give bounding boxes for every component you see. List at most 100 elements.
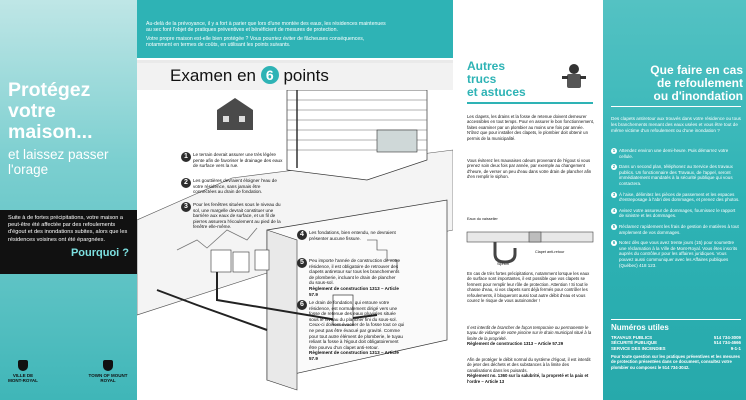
item-number-badge: 3	[611, 191, 617, 198]
item-number-badge: 5	[611, 223, 617, 230]
pipe-label-siphon: Siphon	[497, 262, 509, 266]
item-text: Dans un second plan, téléphonez au Servi…	[619, 164, 733, 186]
step-reference: Règlement de construction 1313 – Article…	[309, 350, 399, 361]
what-to-do-title-line: de refoulement	[656, 76, 743, 90]
useful-numbers: Numéros utiles TRAVAUX PUBLICS 514 734-30…	[611, 319, 741, 370]
item-text: Notez dès que vous avez trente jours (15…	[619, 240, 738, 268]
tips-paragraph-4-text: Afin de protéger le débit normal du syst…	[467, 357, 591, 373]
step-4: 4 Les fondations, bien entendu, ne devra…	[297, 230, 397, 241]
item-text: Attendez environ une demi-heure. Puis dé…	[619, 148, 729, 159]
pipe-label-valve: Clapet anti-retour	[535, 250, 565, 254]
section-title-a: Examen en	[170, 66, 256, 85]
step-text: Pour les fenêtres situées sous le niveau…	[193, 202, 281, 230]
step-number-badge: 2	[181, 178, 191, 188]
pipe-label-top: Eaux du vaisselier	[467, 217, 498, 221]
title-bar	[137, 60, 453, 90]
top-band: Au-delà de la prévoyance, il y a fort à …	[137, 0, 453, 58]
item-number-badge: 4	[611, 207, 617, 214]
tips-title-line: et astuces	[467, 85, 526, 99]
step-number-badge: 5	[297, 258, 307, 268]
phone-row: SERVICE DES INCENDIES 9-1-1	[611, 346, 741, 351]
step-6: 6 Le drain de fondation, qui entoure vot…	[297, 300, 405, 362]
section-title: Examen en 6 points	[170, 66, 329, 86]
phone-label: TRAVAUX PUBLICS	[611, 335, 653, 340]
step-number-badge: 4	[297, 230, 307, 240]
step-3: 3 Pour les fenêtres situées sous le nive…	[181, 202, 285, 230]
cover-title-line: Protégez	[8, 79, 91, 101]
item-number-badge: 1	[611, 148, 617, 154]
tips-title-line: Autres	[467, 59, 506, 73]
item-text: Avisez votre assureur de dommages, fourn…	[619, 207, 736, 219]
step-1: 1 Le terrain devrait assurer une très lé…	[181, 152, 285, 169]
step-text: Les fondations, bien entendu, ne devraie…	[309, 230, 396, 241]
section-title-b: points	[283, 66, 329, 85]
what-to-do-panel: Que faire en cas de refoulement ou d'ino…	[603, 0, 746, 400]
top-band-line: notamment en termes de coûts, en utilisa…	[146, 42, 291, 49]
logo-ville-text: VILLE DE MONT-ROYAL	[8, 373, 38, 383]
cover-title-line: maison...	[8, 121, 93, 143]
coat-of-arms-icon	[18, 360, 28, 371]
useful-numbers-title: Numéros utiles	[611, 323, 669, 332]
intro-box: Suite à de fortes précipitations, votre …	[0, 210, 137, 274]
item-number-badge: 2	[611, 164, 617, 171]
phone-label: SERVICE DES INCENDIES	[611, 345, 666, 351]
cover-panel: Protégez votre maison... et laissez pass…	[0, 0, 137, 400]
useful-numbers-footnote: Pour toute question sur les pratiques pr…	[611, 354, 740, 370]
what-to-do-intro: Des clapets antiretour aux trouvés dans …	[611, 116, 741, 133]
top-band-line: Votre propre maison est-elle bien protég…	[146, 35, 365, 42]
what-to-do-title-line: ou d'inondation	[653, 89, 744, 103]
tips-quote: Il est interdit de brancher de façon tem…	[467, 325, 595, 347]
tips-panel: Autres trucs et astuces Les clapets, les…	[453, 0, 603, 400]
step-number-badge: 1	[181, 152, 191, 162]
tips-divider	[467, 102, 593, 104]
coat-of-arms-icon	[103, 360, 113, 371]
phone-label: SÉCURITÉ PUBLIQUE	[611, 340, 658, 346]
cover-subtitle: et laissez passer l'orage	[8, 147, 109, 177]
sewer-pipe-diagram	[466, 231, 594, 264]
tips-paragraph-4: Afin de protéger le débit normal du syst…	[467, 357, 595, 384]
logo-town: TOWN OF MOUNT ROYAL	[88, 360, 128, 383]
cover-title: Protégez votre maison...	[8, 80, 136, 143]
house-cutaway-illustration	[137, 90, 453, 391]
top-band-line: Au-delà de la prévoyance, il y a fort à …	[146, 21, 386, 27]
plumber-icon	[562, 64, 586, 88]
top-band-line: au sec font l'objet de pratiques prévent…	[146, 27, 338, 34]
why-heading: Pourquoi ?	[70, 246, 129, 259]
what-to-do-divider	[611, 106, 741, 107]
what-to-do-title: Que faire en cas de refoulement ou d'ino…	[615, 64, 743, 103]
tips-paragraph-4-reference: Règlement no. 1360 sur la salubrité, la …	[467, 373, 589, 384]
step-text: Le terrain devrait assurer une très légè…	[193, 152, 283, 169]
step-number-badge: 3	[181, 202, 191, 212]
tips-quote-text: Il est interdit de brancher de façon tem…	[467, 325, 592, 341]
step-5: 5 Peu importe l'année de construction de…	[297, 258, 401, 297]
step-text: Peu importe l'année de construction de v…	[309, 258, 401, 286]
step-number-badge: 6	[297, 300, 307, 310]
cover-title-line: votre	[8, 100, 56, 122]
logo-ville: VILLE DE MONT-ROYAL	[6, 360, 40, 383]
step-2: 2 Les gouttières devraient éloigner l'ea…	[181, 178, 285, 195]
logo-town-text: TOWN OF MOUNT ROYAL	[88, 373, 128, 383]
section-title-number: 6	[260, 66, 279, 84]
phone-number: 9-1-1	[730, 345, 741, 351]
phone-number: 514 734-3009	[713, 335, 741, 340]
what-to-do-title-line: Que faire en cas	[650, 63, 743, 77]
step-text: Le drain de fondation, qui entoure votre…	[309, 300, 405, 350]
tips-quote-reference: Règlement de construction 1313 – Article…	[467, 341, 564, 347]
tips-paragraph-2: Vous éviterez les mauvaises odeurs prove…	[467, 158, 592, 180]
item-number-badge: 6	[611, 240, 617, 247]
intro-text: Suite à de fortes précipitations, votre …	[8, 215, 128, 243]
item-text: Réclamez rapidement les frais de gestion…	[619, 223, 739, 235]
item-text: À l'aise, délimitez les pièces de passem…	[619, 191, 740, 203]
six-points-panel: Au-delà de la prévoyance, il y a fort à …	[137, 0, 453, 400]
step-text: Les gouttières devraient éloigner l'eau …	[193, 178, 277, 195]
tips-paragraph-1: Les clapets, les drains et la fosse de r…	[467, 114, 595, 141]
tips-paragraph-3: En cas de très fortes précipitations, no…	[467, 271, 590, 304]
tips-title: Autres trucs et astuces	[467, 60, 557, 99]
